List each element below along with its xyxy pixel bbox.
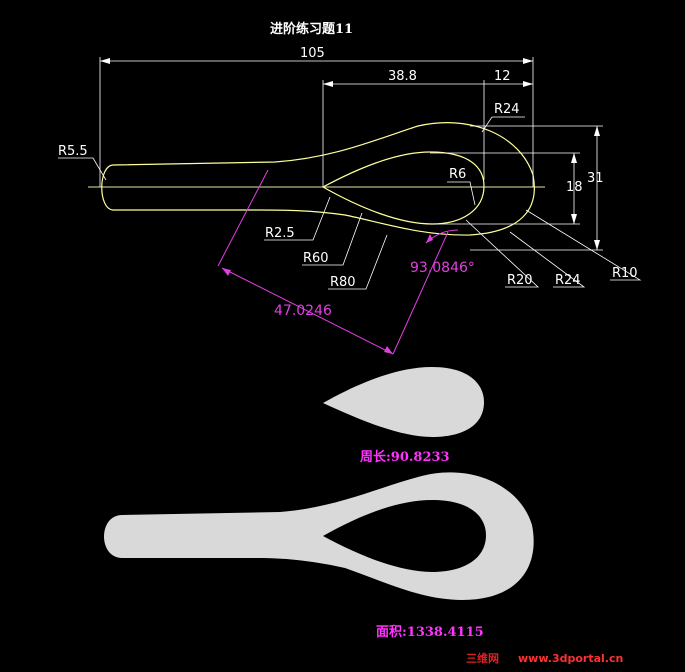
dimension-lines (58, 57, 642, 290)
dim-38-8: 38.8 (388, 69, 417, 84)
watermark-url: www.3dportal.cn (518, 652, 623, 665)
distance-measurement: 47.0246 (274, 303, 332, 319)
outer-outline (101, 122, 535, 236)
dim-12: 12 (494, 69, 511, 84)
inner-outline (321, 151, 485, 225)
dim-31: 31 (587, 171, 604, 186)
dim-18: 18 (566, 180, 583, 195)
radius-r20: R20 (507, 273, 533, 288)
radius-r10: R10 (612, 266, 638, 281)
inner-region-shape (323, 367, 484, 437)
radius-r80: R80 (330, 275, 356, 290)
area-result: 面积:1338.4115 (376, 624, 484, 640)
radius-r24-bottom: R24 (555, 273, 581, 288)
drawing-title: 进阶练习题11 (270, 21, 353, 37)
measure-lines (217, 169, 459, 355)
spoon-region-shape (104, 472, 534, 600)
radius-r5-5: R5.5 (58, 144, 88, 159)
watermark-brand: 三维网 (466, 651, 499, 665)
perimeter-result: 周长:90.8233 (360, 449, 450, 465)
radius-r6: R6 (449, 167, 466, 182)
dim-105: 105 (300, 46, 325, 61)
angle-measurement: 93.0846° (410, 260, 475, 276)
radius-r60: R60 (303, 251, 329, 266)
radius-r2-5: R2.5 (265, 226, 295, 241)
radius-r24-top: R24 (494, 102, 520, 117)
